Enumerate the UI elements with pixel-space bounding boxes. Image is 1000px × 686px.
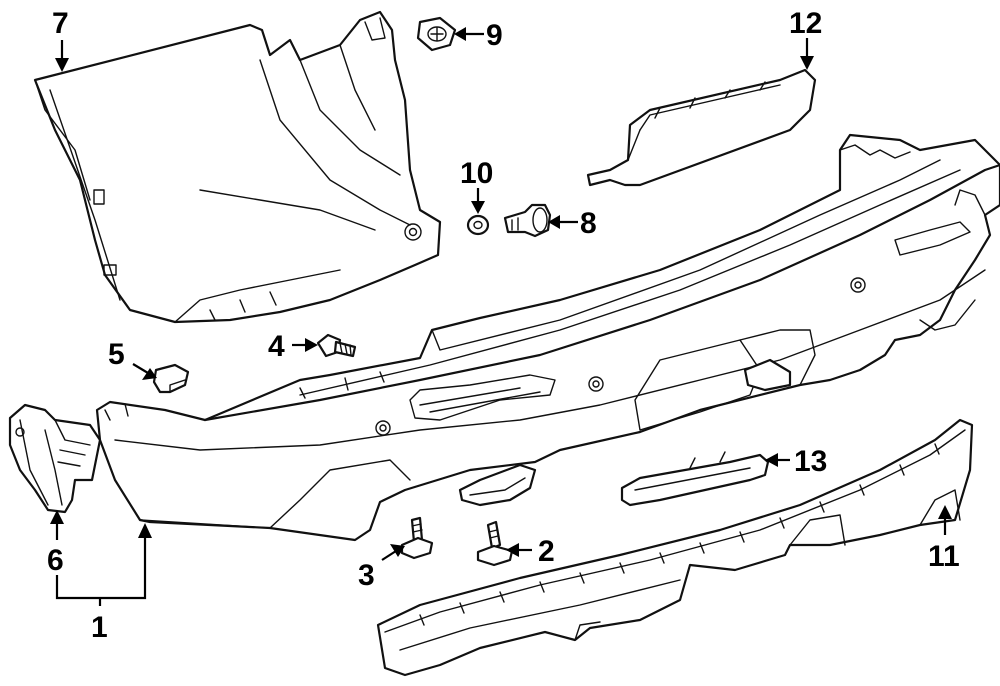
callout-1: 1 [91,611,108,644]
callout-labels: 7 9 12 10 8 4 5 6 1 13 11 3 2 [47,7,960,644]
part-12-trim-panel [586,68,817,187]
part-1-bumper-fascia [95,133,1000,542]
part-9-clip [416,16,457,52]
callout-3: 3 [358,559,375,592]
part-11-lower-valance [376,418,974,677]
part-7-side-bracket [33,10,442,324]
part-13-reflector [620,451,770,507]
part-10-nut [466,214,490,236]
callout-2: 2 [538,535,555,568]
leader-lines [50,27,952,606]
callout-5: 5 [108,338,125,371]
callout-12: 12 [789,7,822,40]
callout-13: 13 [794,445,827,478]
callout-4: 4 [268,330,285,363]
callout-6: 6 [47,544,64,577]
callout-7: 7 [52,7,69,40]
callout-8: 8 [580,207,597,240]
part-8-push-pin [503,203,552,238]
callout-10: 10 [460,157,493,190]
callout-11: 11 [928,540,960,573]
part-4-bolt [316,333,357,358]
callout-9: 9 [486,19,503,52]
part-2-screw [476,520,514,567]
part-5-clip [152,363,190,394]
part-3-bolt [400,516,434,560]
part-6-side-bracket [8,403,102,514]
